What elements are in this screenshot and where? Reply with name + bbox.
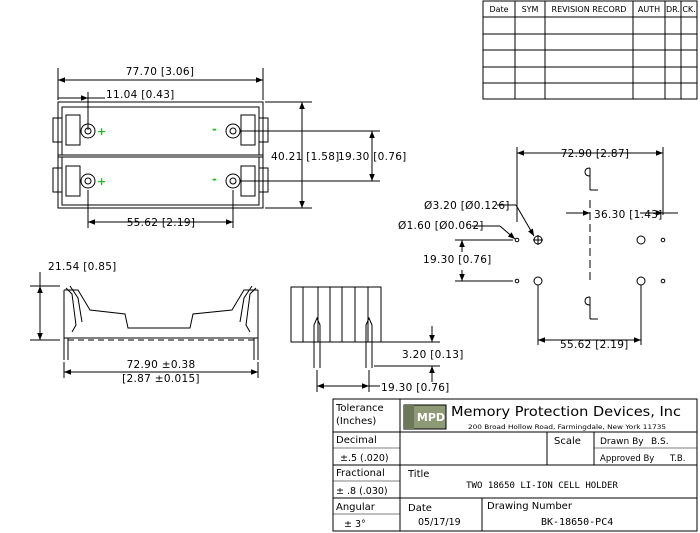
drawing-number-value: BK-18650-PC4 xyxy=(541,517,613,528)
dim-side-length-mm: 72.90 ±0.38 xyxy=(127,359,196,371)
fractional-label: Fractional xyxy=(336,468,385,479)
rev-header-dr: DR. xyxy=(666,5,680,14)
company-name: Memory Protection Devices, Inc xyxy=(451,405,681,420)
rev-header-record: REVISION RECORD xyxy=(552,5,627,14)
pcb-layout: 72.90 [2.87] 36.30 [1.43] xyxy=(398,147,678,351)
minus-mark-top: - xyxy=(212,122,217,136)
dim-overall-length: 77.70 [3.06] xyxy=(126,66,195,78)
dim-overall-width: 40.21 [1.58] xyxy=(271,151,340,163)
fractional-value: ± .8 (.030) xyxy=(336,486,388,497)
logo-text: MPD xyxy=(417,411,445,424)
centerline-mark-top xyxy=(585,168,598,190)
dim-pin-spacing: 55.62 [2.19] xyxy=(127,217,196,229)
decimal-label: Decimal xyxy=(336,435,377,446)
company-address: 200 Broad Hollow Road, Farmingdale, New … xyxy=(468,424,666,431)
date-value: 05/17/19 xyxy=(418,517,461,528)
date-label: Date xyxy=(408,503,432,514)
centerline-mark-bottom xyxy=(585,297,598,319)
revision-block: Date SYM REVISION RECORD AUTH DR. CK. xyxy=(483,1,697,99)
end-view: 3.20 [0.13] 19.30 [0.76] xyxy=(291,287,464,394)
approved-by-label: Approved By xyxy=(600,454,654,464)
plus-mark-bottom: + xyxy=(97,175,106,188)
decimal-value: ±.5 (.020) xyxy=(340,453,389,464)
dim-side-length-in: [2.87 ±0.015] xyxy=(122,373,200,385)
drawn-by-label: Drawn By xyxy=(600,437,644,447)
plus-mark-top: + xyxy=(97,125,106,138)
minus-mark-bottom: - xyxy=(212,172,217,186)
drawing-number-label: Drawing Number xyxy=(487,501,573,512)
tolerance-label: Tolerance xyxy=(335,403,384,414)
title-block: Tolerance (Inches) Decimal ±.5 (.020) Fr… xyxy=(333,399,697,531)
side-view: 21.54 [0.85] 72.90 ±0.38 [2.87 ±0.015] xyxy=(30,261,258,385)
angular-value: ± 3° xyxy=(344,519,366,530)
label-hole-large: Ø3.20 [Ø0.126] xyxy=(424,200,510,212)
tolerance-units: (Inches) xyxy=(336,416,376,427)
rev-header-sym: SYM xyxy=(522,5,539,14)
dim-pcb-pitch: 19.30 [0.76] xyxy=(423,254,492,266)
rev-header-date: Date xyxy=(489,5,508,14)
dim-height: 21.54 [0.85] xyxy=(48,261,117,273)
dim-pcb-center: 36.30 [1.43] xyxy=(594,209,663,221)
dim-end-pitch: 19.30 [0.76] xyxy=(381,382,450,394)
dim-pin-length: 3.20 [0.13] xyxy=(402,349,464,361)
scale-label: Scale xyxy=(554,436,581,447)
approved-by-value: T.B. xyxy=(669,454,685,464)
dim-offset: 11.04 [0.43] xyxy=(106,89,175,101)
drawn-by-value: B.S. xyxy=(651,437,669,447)
dim-cell-pitch: 19.30 [0.76] xyxy=(338,151,407,163)
rev-header-auth: AUTH xyxy=(638,5,660,14)
title-label: Title xyxy=(407,469,429,480)
angular-label: Angular xyxy=(336,502,376,513)
top-view: 77.70 [3.06] 11.04 [0.43] + + - - xyxy=(53,66,407,229)
dim-pcb-overall: 72.90 [2.87] xyxy=(561,148,630,160)
rev-header-ck: CK. xyxy=(682,5,695,14)
title-value: TWO 18650 LI-ION CELL HOLDER xyxy=(466,481,618,491)
dim-pcb-pin-spacing: 55.62 [2.19] xyxy=(560,339,629,351)
label-hole-small: Ø1.60 [Ø0.062] xyxy=(398,220,484,232)
